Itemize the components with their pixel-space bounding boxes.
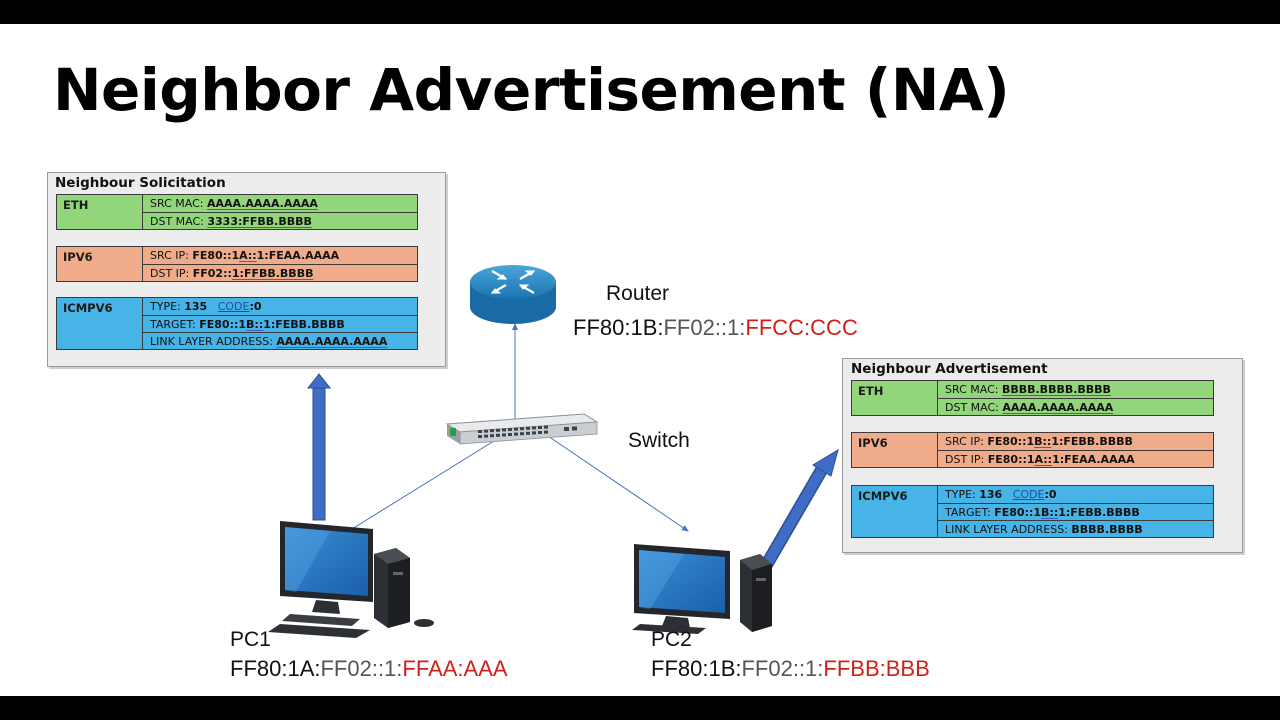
advertisement-eth-header: ETH SRC MAC: BBBB.BBBB.BBBB DST MAC: AAA… [851, 380, 1214, 416]
advertisement-ipv6-header: IPV6 SRC IP: FE80::1B::1:FEBB.BBBB DST I… [851, 432, 1214, 468]
computer-icon-pc1 [268, 521, 434, 638]
pc2-label: PC2 [651, 628, 692, 651]
solicitation-icmpv6-label: ICMPV6 [57, 298, 143, 349]
pc1-label: PC1 [230, 628, 271, 651]
advertisement-icmpv6-label: ICMPV6 [852, 486, 938, 537]
advertisement-title: Neighbour Advertisement [851, 361, 1048, 377]
advertisement-link-layer-address: LINK LAYER ADDRESS: BBBB.BBBB [938, 520, 1213, 537]
solicitation-eth-label: ETH [57, 195, 143, 229]
solicitation-ipv6-header: IPV6 SRC IP: FE80::1A::1:FEAA.AAAA DST I… [56, 246, 418, 282]
arrow-pc2-to-advertisement [754, 448, 839, 580]
advertisement-type: TYPE: 136 CODE:0 [945, 488, 1057, 501]
link-pc1-switch [351, 435, 503, 530]
advertisement-dst-mac: DST MAC: AAAA.AAAA.AAAA [938, 398, 1213, 415]
solicitation-eth-header: ETH SRC MAC: AAAA.AAAA.AAAA DST MAC: 333… [56, 194, 418, 230]
router-label: Router [606, 282, 670, 305]
switch-icon [445, 413, 599, 445]
advertisement-dst-ip: DST IP: FE80::1A::1:FEAA.AAAA [938, 450, 1213, 467]
solicitation-link-layer-address: LINK LAYER ADDRESS: AAAA.AAAA.AAAA [143, 332, 417, 349]
advertisement-icmpv6-header: ICMPV6 TYPE: 136 CODE:0 TARGET: FE80::1B… [851, 485, 1214, 538]
solicitation-target: TARGET: FE80::1B::1:FEBB.BBBB [143, 315, 417, 332]
solicitation-src-ip: SRC IP: FE80::1A::1:FEAA.AAAA [150, 249, 340, 262]
router-icon [470, 265, 556, 324]
network-diagram [268, 265, 839, 638]
router-address: FF80:1B:FF02::1:FFCC:CCC [573, 315, 858, 340]
solicitation-type: TYPE: 135 CODE:0 [150, 300, 262, 313]
solicitation-packet: Neighbour Solicitation ETH SRC MAC: AAAA… [47, 172, 446, 367]
computer-icon-pc2 [632, 544, 772, 634]
solicitation-icmpv6-header: ICMPV6 TYPE: 135 CODE:0 TARGET: FE80::1B… [56, 297, 418, 350]
solicitation-title: Neighbour Solicitation [55, 175, 226, 191]
solicitation-src-mac: SRC MAC: AAAA.AAAA.AAAA [150, 197, 318, 210]
advertisement-src-mac: SRC MAC: BBBB.BBBB.BBBB [945, 383, 1111, 396]
advertisement-eth-label: ETH [852, 381, 938, 415]
switch-label: Switch [628, 429, 690, 452]
slide: Neighbor Advertisement (NA) [0, 24, 1280, 696]
pc1-address: FF80:1A:FF02::1:FFAA:AAA [230, 656, 508, 681]
advertisement-ipv6-label: IPV6 [852, 433, 938, 467]
advertisement-src-ip: SRC IP: FE80::1B::1:FEBB.BBBB [945, 435, 1133, 448]
pc2-address: FF80:1B:FF02::1:FFBB:BBB [651, 656, 930, 681]
advertisement-target: TARGET: FE80::1B::1:FEBB.BBBB [938, 503, 1213, 520]
solicitation-dst-ip: DST IP: FF02::1:FFBB.BBBB [143, 264, 417, 281]
solicitation-dst-mac: DST MAC: 3333:FFBB.BBBB [143, 212, 417, 229]
link-switch-pc2 [547, 435, 689, 532]
advertisement-packet: Neighbour Advertisement ETH SRC MAC: BBB… [842, 358, 1243, 553]
page-title: Neighbor Advertisement (NA) [53, 56, 1010, 124]
arrow-pc1-to-solicitation [306, 373, 332, 521]
solicitation-ipv6-label: IPV6 [57, 247, 143, 281]
